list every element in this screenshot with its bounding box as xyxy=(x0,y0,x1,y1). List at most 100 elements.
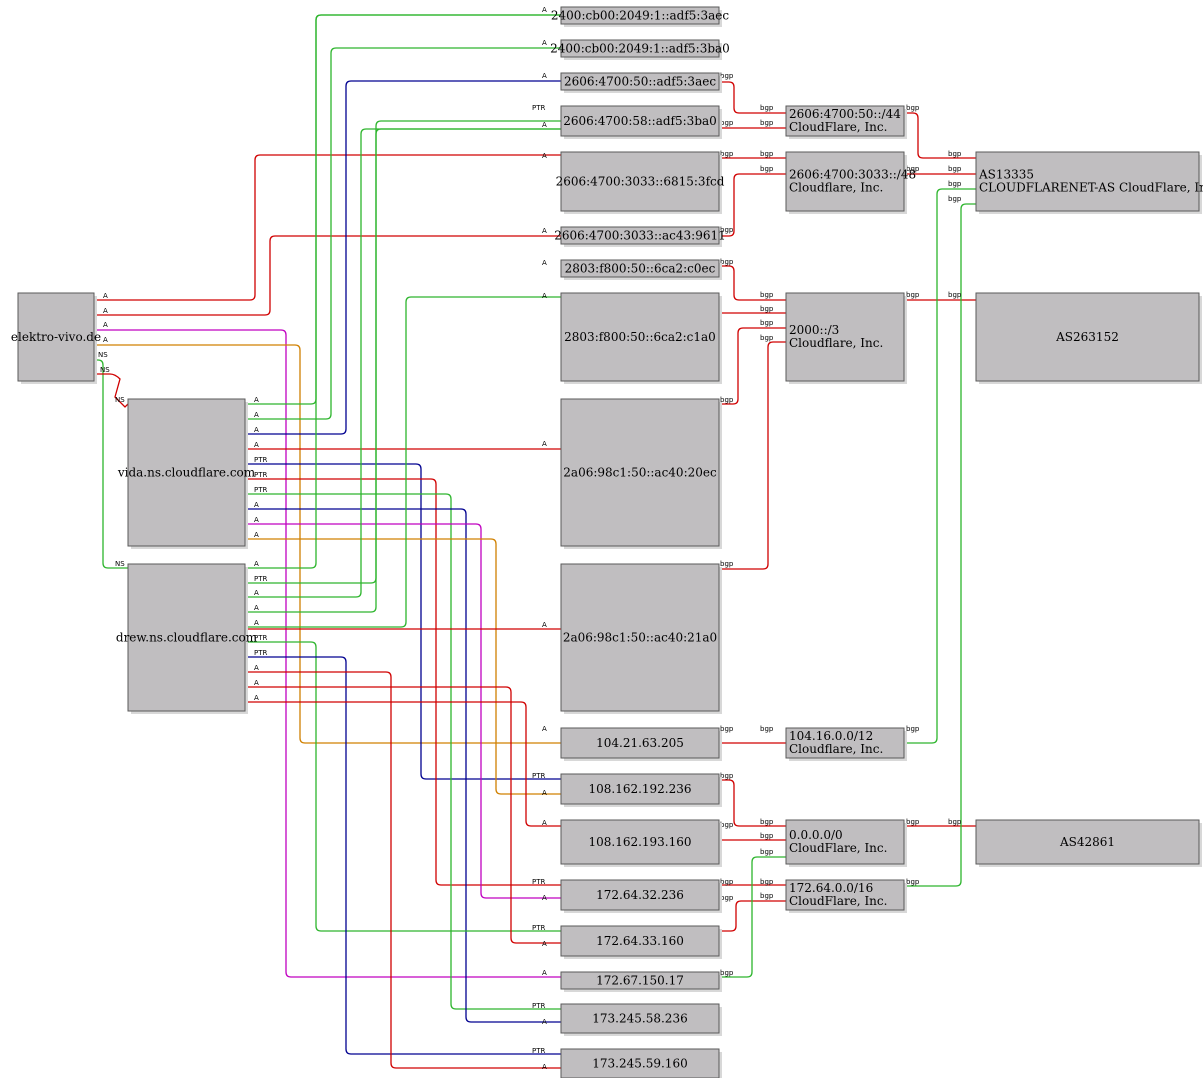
node-ip8[interactable]: 2803:f800:50::6ca2:c1a0 xyxy=(560,292,722,384)
edge-label: A xyxy=(254,679,259,687)
node-label: drew.ns.cloudflare.com xyxy=(116,631,258,645)
node-ip18[interactable]: 173.245.59.160 xyxy=(560,1048,722,1078)
node-vida[interactable]: vida.ns.cloudflare.com xyxy=(117,398,256,549)
edge-label: PTR xyxy=(254,634,267,642)
node-label: AS263152 xyxy=(1055,330,1119,344)
node-label: 108.162.193.160 xyxy=(588,835,691,849)
edge-label-ptr: PTR xyxy=(532,878,545,886)
edge-label-a: A xyxy=(542,819,547,827)
edge-label-bgp: bgp xyxy=(906,878,920,886)
node-ip3[interactable]: 2606:4700:50::adf5:3aec xyxy=(560,72,722,93)
edge-bgp-pfx1 xyxy=(904,112,976,159)
node-box xyxy=(127,563,246,712)
node-label: 173.245.59.160 xyxy=(592,1057,687,1071)
node-ip1[interactable]: 2400:cb00:2049:1::adf5:3aec xyxy=(551,6,729,27)
edge-bgp-ip16 xyxy=(719,856,786,978)
node-box xyxy=(560,1003,720,1034)
node-label: 0.0.0.0/0 xyxy=(789,828,843,842)
node-box xyxy=(560,727,720,759)
node-ip9[interactable]: 2a06:98c1:50::ac40:20ec xyxy=(560,398,722,549)
edge-bgp-ip12 xyxy=(719,779,786,827)
node-label: 2a06:98c1:50::ac40:21a0 xyxy=(563,631,717,645)
edge-drew-4 xyxy=(245,296,561,628)
node-box xyxy=(560,39,720,58)
node-ip14[interactable]: 172.64.32.236 xyxy=(560,879,722,913)
edge-label-bgp: bgp xyxy=(720,560,734,568)
node-as2[interactable]: AS263152 xyxy=(975,292,1202,384)
edge-label-a: A xyxy=(103,292,108,300)
node-label: CloudFlare, Inc. xyxy=(789,894,887,908)
edge-label-bgp: bgp xyxy=(720,894,734,902)
node-box xyxy=(785,292,905,382)
node-box xyxy=(560,925,720,957)
node-box xyxy=(560,1048,720,1078)
node-box xyxy=(560,226,720,245)
node-label: 2606:4700:3033::6815:3fcd xyxy=(556,175,725,189)
edge-label-a: A xyxy=(542,72,547,80)
node-ip11[interactable]: 104.21.63.205 xyxy=(560,727,722,761)
node-ip13[interactable]: 108.162.193.160 xyxy=(560,819,722,867)
node-label: 2606:4700:50::adf5:3aec xyxy=(564,75,716,89)
node-ip6[interactable]: 2606:4700:3033::ac43:9611 xyxy=(554,226,726,247)
node-label: 2400:cb00:2049:1::adf5:3ba0 xyxy=(550,42,730,56)
node-box xyxy=(560,879,720,911)
edge-label-bgp: bgp xyxy=(720,969,734,977)
edge-label-a: A xyxy=(542,440,547,448)
edge-label-a: A xyxy=(542,1018,547,1026)
edge-label-a: A xyxy=(103,336,108,344)
edge-label-a: A xyxy=(542,292,547,300)
edge-elektro-ip5 xyxy=(94,154,561,301)
edge-label-bgp: bgp xyxy=(720,772,734,780)
edge-label-a: A xyxy=(542,39,547,47)
edge-drew-1 xyxy=(245,120,561,584)
edge-label-bgp: bgp xyxy=(720,119,734,127)
node-box xyxy=(560,105,720,137)
node-as3[interactable]: AS42861 xyxy=(975,819,1202,867)
edge-label: PTR xyxy=(254,456,267,464)
edge-label-a: A xyxy=(542,940,547,948)
node-label: Cloudflare, Inc. xyxy=(789,336,883,350)
edge-label-a: A xyxy=(542,621,547,629)
node-box xyxy=(560,971,720,990)
node-label: CLOUDFLARENET-AS CloudFlare, Inc. xyxy=(979,181,1203,195)
edge-vida-8 xyxy=(245,523,561,899)
node-ip2[interactable]: 2400:cb00:2049:1::adf5:3ba0 xyxy=(550,39,730,60)
edge-label: A xyxy=(254,531,259,539)
edge-label-a: A xyxy=(542,1063,547,1071)
node-box xyxy=(127,398,246,547)
edge-bgp-ip7 xyxy=(719,265,786,301)
edge-elektro-vida xyxy=(94,373,129,408)
edge-label-bgp: bgp xyxy=(760,119,774,127)
edge-label-ns: NS xyxy=(98,351,108,359)
edge-label-a: A xyxy=(542,789,547,797)
node-box xyxy=(560,773,720,805)
node-ip17[interactable]: 173.245.58.236 xyxy=(560,1003,722,1036)
node-ip12[interactable]: 108.162.192.236 xyxy=(560,773,722,807)
edge-elektro-ip16 xyxy=(94,329,561,978)
edge-label-bgp: bgp xyxy=(760,291,774,299)
node-label: 2000::/3 xyxy=(789,323,839,337)
edge-bgp-pfx6 xyxy=(904,203,976,887)
node-ip4[interactable]: 2606:4700:58::adf5:3ba0 xyxy=(560,105,722,139)
node-ip16[interactable]: 172.67.150.17 xyxy=(560,971,722,992)
node-ip15[interactable]: 172.64.33.160 xyxy=(560,925,722,959)
node-ip10[interactable]: 2a06:98c1:50::ac40:21a0 xyxy=(560,563,722,714)
node-box xyxy=(560,292,720,382)
node-drew[interactable]: drew.ns.cloudflare.com xyxy=(116,563,258,714)
edge-label-ns: NS xyxy=(115,560,125,568)
edge-label: A xyxy=(254,664,259,672)
edge-label-bgp: bgp xyxy=(906,104,920,112)
node-ip7[interactable]: 2803:f800:50::6ca2:c0ec xyxy=(560,259,722,280)
edge-label: A xyxy=(254,619,259,627)
node-elektro[interactable]: elektro-vivo.de xyxy=(11,292,101,384)
edge-label: A xyxy=(254,589,259,597)
node-ip5[interactable]: 2606:4700:3033::6815:3fcd xyxy=(556,151,725,214)
